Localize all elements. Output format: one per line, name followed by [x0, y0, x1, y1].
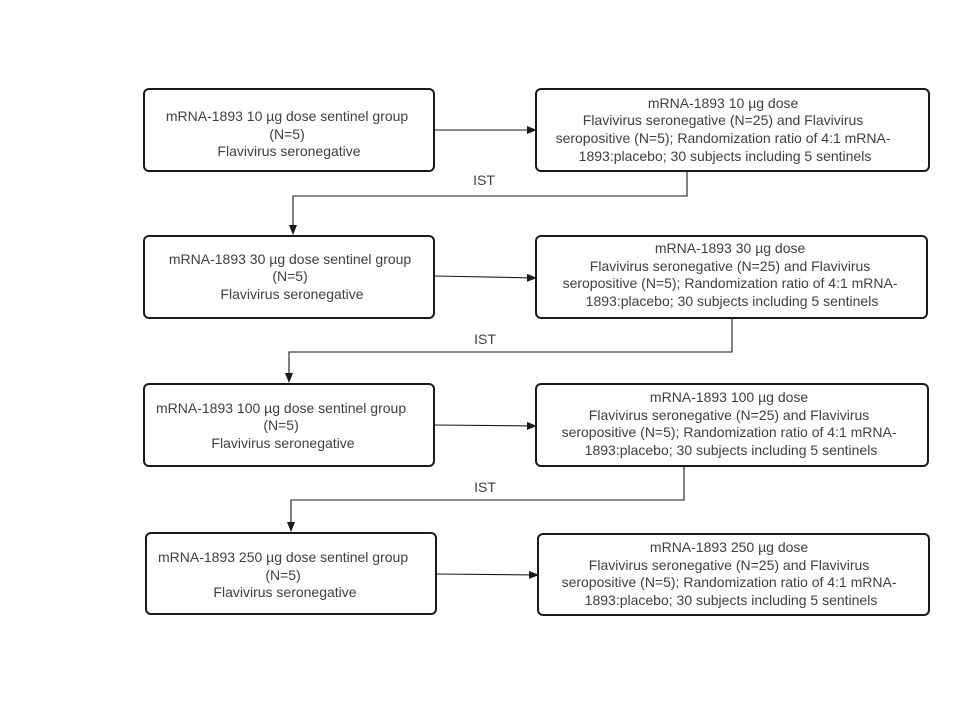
dose-box-row-2: mRNA-1893 30 µg dose Flavivirus seronega…: [535, 235, 928, 319]
dose-detail-line: seropositive (N=5); Randomization ratio …: [556, 130, 891, 146]
sentinel-to-dose-arrow-row-4: [435, 570, 539, 579]
ist-connector-3: [287, 466, 685, 532]
sentinel-to-dose-arrow-row-3: [433, 421, 537, 430]
ist-connector-1: [289, 171, 688, 235]
dose-detail-line: 1893:placebo; 30 subjects including 5 se…: [586, 293, 879, 309]
svg-text:mRNA-1893 250 µg dose sentinel: mRNA-1893 250 µg dose sentinel group (N=…: [158, 549, 412, 600]
dose-box-row-4: mRNA-1893 250 µg dose Flavivirus seroneg…: [537, 533, 930, 616]
dose-detail-line: Flavivirus seronegative (N=25) and Flavi…: [590, 258, 871, 274]
ist-label-2: IST: [474, 331, 496, 347]
dose-detail-line: 1893:placebo; 30 subjects including 5 se…: [579, 148, 872, 164]
dose-detail-line: Flavivirus seronegative (N=25) and Flavi…: [589, 407, 870, 423]
dose-detail-line: Flavivirus seronegative (N=25) and Flavi…: [583, 112, 864, 128]
ist-label-1: IST: [473, 172, 495, 188]
svg-text:mRNA-1893 10 µg dose sentinel: mRNA-1893 10 µg dose sentinel group (N=5…: [166, 108, 412, 159]
svg-text:mRNA-1893 10 µg dose Fla: mRNA-1893 10 µg dose Flavivirus seronega…: [556, 95, 895, 164]
dose-title-line: mRNA-1893 100 µg dose: [650, 389, 808, 405]
sentinel-box-row-4: mRNA-1893 250 µg dose sentinel group (N=…: [145, 532, 437, 615]
sentinel-status-line: Flavivirus seronegative: [217, 143, 360, 159]
dose-title-line: mRNA-1893 30 µg dose: [655, 240, 806, 256]
dose-title-line: mRNA-1893 10 µg dose: [648, 95, 799, 111]
sentinel-count-line: (N=5): [265, 567, 300, 583]
sentinel-title-line: mRNA-1893 30 µg dose sentinel group: [169, 251, 412, 267]
sentinel-count-line: (N=5): [269, 126, 304, 142]
dose-detail-line: 1893:placebo; 30 subjects including 5 se…: [585, 592, 878, 608]
sentinel-count-line: (N=5): [272, 268, 307, 284]
dose-detail-line: Flavivirus seronegative (N=25) and Flavi…: [589, 557, 870, 573]
dose-title-line: mRNA-1893 250 µg dose: [650, 539, 808, 555]
sentinel-box-row-1: mRNA-1893 10 µg dose sentinel group (N=5…: [143, 88, 435, 172]
ist-label-3: IST: [474, 479, 496, 495]
sentinel-status-line: Flavivirus seronegative: [211, 435, 354, 451]
svg-text:mRNA-1893 250 µg dose Fl: mRNA-1893 250 µg dose Flavivirus seroneg…: [562, 539, 901, 608]
dose-detail-line: seropositive (N=5); Randomization ratio …: [562, 574, 897, 590]
ist-connector-2: [285, 318, 733, 383]
dose-detail-line: seropositive (N=5); Randomization ratio …: [563, 275, 898, 291]
sentinel-title-line: mRNA-1893 10 µg dose sentinel group: [166, 108, 409, 124]
dose-detail-line: 1893:placebo; 30 subjects including 5 se…: [585, 442, 878, 458]
sentinel-title-line: mRNA-1893 250 µg dose sentinel group: [158, 549, 408, 565]
dose-box-row-3: mRNA-1893 100 µg dose Flavivirus seroneg…: [535, 383, 929, 467]
dose-detail-line: seropositive (N=5); Randomization ratio …: [562, 424, 897, 440]
sentinel-to-dose-arrow-row-2: [433, 273, 537, 282]
svg-text:mRNA-1893 100 µg dose sentinel: mRNA-1893 100 µg dose sentinel group (N=…: [156, 400, 410, 451]
sentinel-box-row-2: mRNA-1893 30 µg dose sentinel group (N=5…: [143, 235, 435, 319]
dose-box-row-1: mRNA-1893 10 µg dose Flavivirus seronega…: [535, 88, 930, 172]
sentinel-status-line: Flavivirus seronegative: [213, 584, 356, 600]
sentinel-count-line: (N=5): [263, 417, 298, 433]
sentinel-title-line: mRNA-1893 100 µg dose sentinel group: [156, 400, 406, 416]
svg-text:mRNA-1893 100 µg dose Fl: mRNA-1893 100 µg dose Flavivirus seroneg…: [562, 389, 901, 458]
sentinel-box-row-3: mRNA-1893 100 µg dose sentinel group (N=…: [143, 383, 435, 467]
sentinel-status-line: Flavivirus seronegative: [220, 286, 363, 302]
svg-text:mRNA-1893 30 µg dose Fla: mRNA-1893 30 µg dose Flavivirus seronega…: [563, 240, 902, 309]
svg-text:mRNA-1893 30 µg dose sentinel: mRNA-1893 30 µg dose sentinel group (N=5…: [169, 251, 415, 302]
